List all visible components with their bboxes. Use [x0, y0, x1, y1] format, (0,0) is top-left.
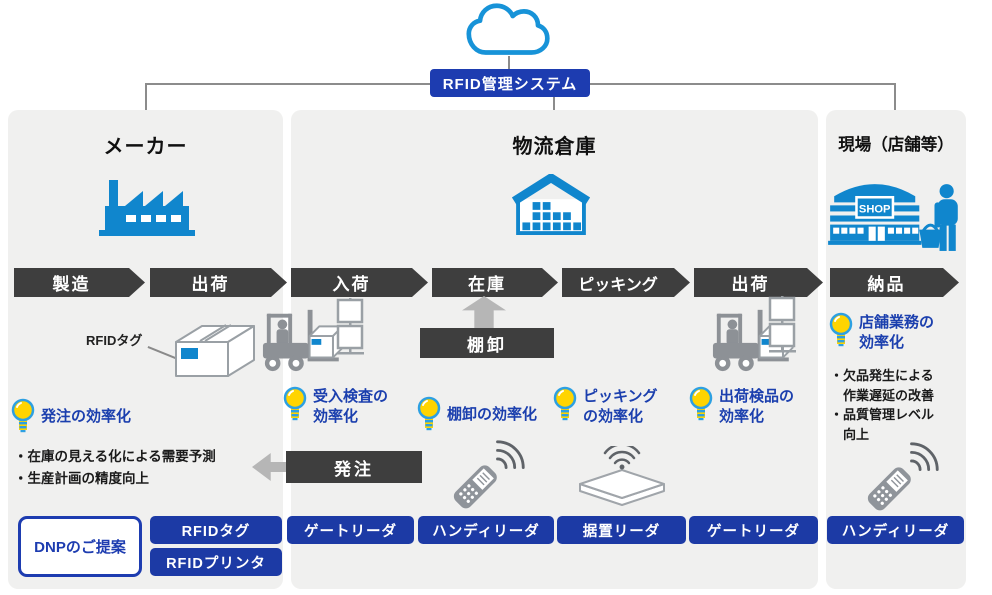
step-label: 出荷 — [731, 275, 770, 294]
product-rfid-tag: RFIDタグ — [150, 516, 282, 544]
fixed-reader-icon — [579, 446, 665, 506]
maker-note-line: ・生産計画の精度向上 — [14, 470, 149, 486]
dnp-proposal-box: DNPのご提案 — [18, 516, 142, 577]
step-ship-warehouse: 出荷 — [694, 268, 823, 297]
product-label: RFIDタグ — [181, 523, 251, 540]
lightbulb-icon — [283, 386, 307, 421]
product-gate-reader-1: ゲートリーダ — [287, 516, 414, 544]
shop-icon: SHOP — [828, 184, 958, 251]
panel-title-warehouse: 物流倉庫 — [512, 136, 597, 158]
product-label: ハンディリーダ — [432, 523, 540, 540]
lightbulb-icon — [689, 386, 713, 421]
lightbulb-icon — [417, 396, 441, 431]
handheld-reader-icon — [867, 442, 939, 511]
rfid-tag-annotation: RFIDタグ — [86, 333, 143, 348]
step-manufacture: 製造 — [14, 268, 145, 297]
factory-icon — [99, 180, 195, 236]
step-receive: 入荷 — [291, 268, 428, 297]
gate-reader-icon — [336, 298, 364, 355]
product-label: ゲートリーダ — [707, 523, 800, 540]
drop-line-warehouse — [553, 97, 555, 111]
drop-line-maker — [145, 83, 147, 111]
benefit-label: 受入検査の効率化 — [313, 388, 389, 425]
step-label: 入荷 — [332, 275, 371, 294]
step-label: 納品 — [867, 275, 906, 294]
benefit-stocktaking: 棚卸の効率化 — [416, 396, 537, 432]
product-handy-reader-2: ハンディリーダ — [827, 516, 964, 544]
product-handy-reader-1: ハンディリーダ — [418, 516, 554, 544]
shop-sign-text: SHOP — [859, 203, 891, 215]
benefit-store-operations: 店舗業務の効率化 — [828, 312, 943, 352]
benefit-label: 店舗業務の効率化 — [859, 314, 935, 351]
step-delivery: 納品 — [830, 268, 959, 297]
benefit-ordering: 発注の効率化 — [10, 398, 131, 434]
step-label: 製造 — [52, 275, 91, 294]
package-box-icon — [175, 324, 255, 377]
cloud-icon — [466, 3, 550, 55]
step-label: 在庫 — [468, 275, 506, 294]
store-note-line: ・品質管理レベル向上 — [830, 407, 935, 442]
product-label: RFIDプリンタ — [166, 555, 266, 572]
dnp-proposal-label: DNPのご提案 — [34, 539, 126, 556]
panel-title-site: 現場（店舗等） — [838, 136, 954, 154]
cloud-connector-line — [508, 56, 510, 70]
inventory-count-box: 棚卸 — [420, 328, 554, 358]
connector-line-right — [590, 83, 895, 85]
rfid-system-label-text: RFID管理システム — [442, 75, 578, 93]
order-box: 発注 — [286, 451, 422, 483]
product-gate-reader-2: ゲートリーダ — [689, 516, 818, 544]
maker-note-line: ・在庫の見える化による需要予測 — [14, 449, 216, 464]
gate-reader-icon — [768, 296, 796, 353]
step-ship-maker: 出荷 — [150, 268, 287, 297]
lightbulb-icon — [829, 312, 853, 347]
lightbulb-icon — [11, 398, 35, 433]
rfid-system-label: RFID管理システム — [430, 69, 590, 97]
maker-notes: ・在庫の見える化による需要予測 ・生産計画の精度向上 — [14, 446, 274, 489]
product-label: 据置リーダ — [582, 523, 661, 540]
benefit-label: ピッキングの効率化 — [583, 388, 658, 425]
connector-line-left — [145, 83, 430, 85]
benefit-incoming-inspection: 受入検査の効率化 — [282, 386, 397, 426]
store-note-line: ・欠品発生による作業遅延の改善 — [830, 368, 935, 403]
benefit-shipping-inspection: 出荷検品の効率化 — [688, 386, 803, 426]
store-notes: ・欠品発生による作業遅延の改善 ・品質管理レベル向上 — [830, 366, 942, 444]
shopper-icon — [919, 184, 958, 251]
step-label: 出荷 — [191, 275, 230, 294]
benefit-label: 棚卸の効率化 — [447, 405, 538, 423]
product-rfid-printer: RFIDプリンタ — [150, 548, 282, 576]
handheld-reader-icon — [453, 440, 525, 509]
product-label: ゲートリーダ — [304, 523, 397, 540]
benefit-picking: ピッキングの効率化 — [552, 386, 667, 426]
benefit-label: 発注の効率化 — [41, 407, 132, 425]
product-label: ハンディリーダ — [841, 523, 950, 540]
warehouse-icon — [512, 174, 590, 236]
benefit-label: 出荷検品の効率化 — [719, 388, 795, 425]
lightbulb-icon — [553, 386, 577, 421]
inventory-count-label: 棚卸 — [467, 335, 507, 355]
forklift-icon — [262, 309, 344, 372]
drop-line-site — [894, 83, 896, 111]
panel-title-maker: メーカー — [103, 136, 188, 158]
step-picking: ピッキング — [562, 268, 690, 297]
step-label: ピッキング — [578, 276, 658, 294]
order-label: 発注 — [334, 459, 374, 479]
step-inventory: 在庫 — [432, 268, 558, 297]
product-fixed-reader: 据置リーダ — [557, 516, 686, 544]
